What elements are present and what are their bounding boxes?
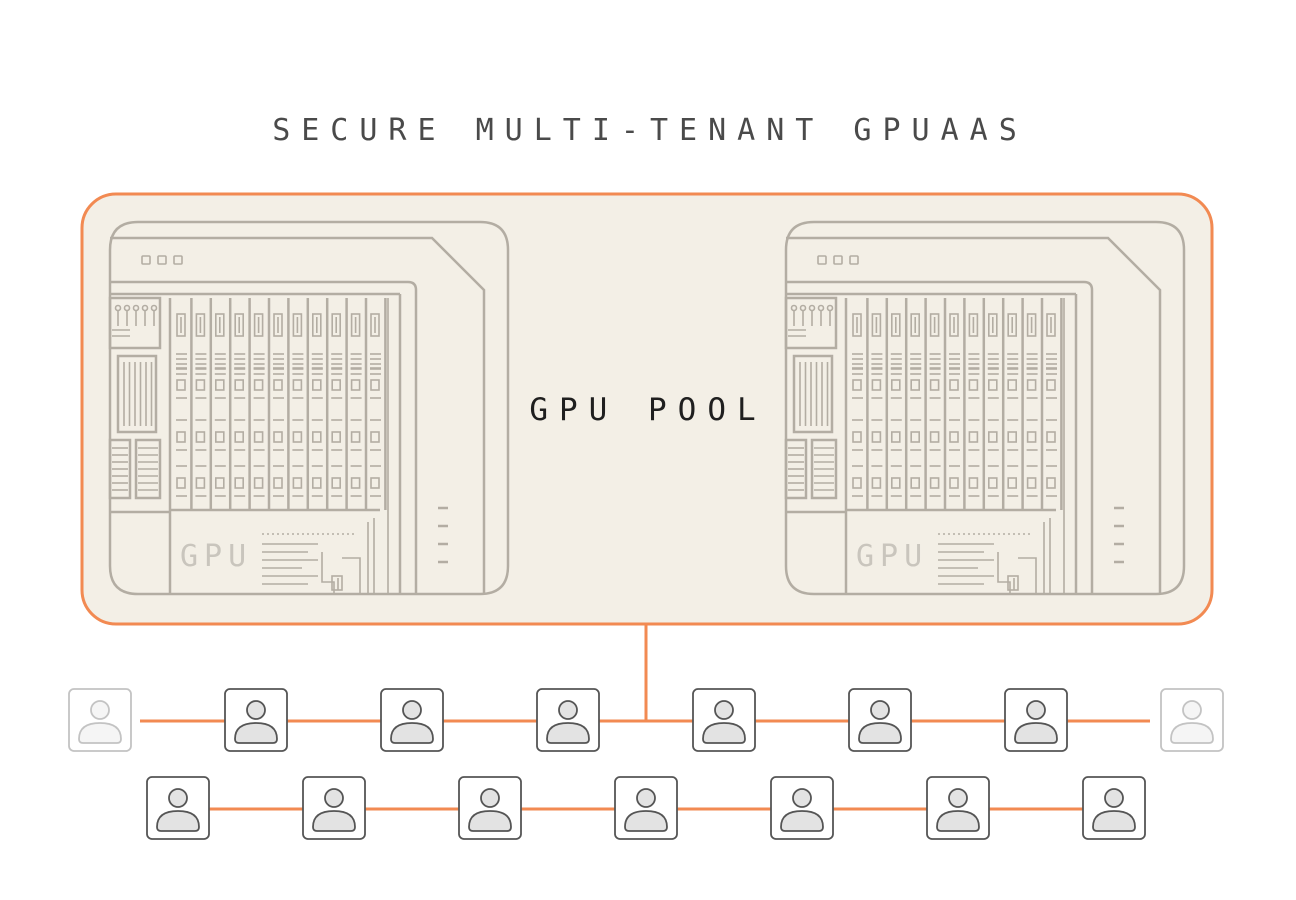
indicator-light <box>849 255 859 265</box>
gpu-server-icon: GPU <box>784 220 1186 596</box>
indicator-light <box>817 255 827 265</box>
server-panel <box>786 236 1162 594</box>
tenant-list <box>68 688 1224 840</box>
server-panel <box>110 236 486 594</box>
user-icon <box>1082 776 1146 840</box>
gpu-server-icon: GPU <box>108 220 510 596</box>
indicator-light <box>141 255 151 265</box>
user-icon <box>146 776 210 840</box>
user-icon <box>926 776 990 840</box>
server-board <box>110 280 418 594</box>
user-icon <box>224 688 288 752</box>
user-icon <box>770 776 834 840</box>
gpu-pool-label: GPU POOL <box>529 392 766 428</box>
indicator-light <box>157 255 167 265</box>
user-icon <box>848 688 912 752</box>
user-icon <box>692 688 756 752</box>
user-icon <box>536 688 600 752</box>
user-icon <box>458 776 522 840</box>
diagram-title: SECURE MULTI-TENANT GPUAAS <box>272 113 1028 148</box>
user-icon <box>302 776 366 840</box>
user-icon <box>1160 688 1224 752</box>
indicator-light <box>833 255 843 265</box>
gpu-label: GPU <box>856 539 928 574</box>
user-icon <box>380 688 444 752</box>
user-icon <box>68 688 132 752</box>
indicator-light <box>173 255 183 265</box>
gpu-label: GPU <box>180 539 252 574</box>
user-icon <box>614 776 678 840</box>
user-icon <box>1004 688 1068 752</box>
server-board <box>786 280 1094 594</box>
